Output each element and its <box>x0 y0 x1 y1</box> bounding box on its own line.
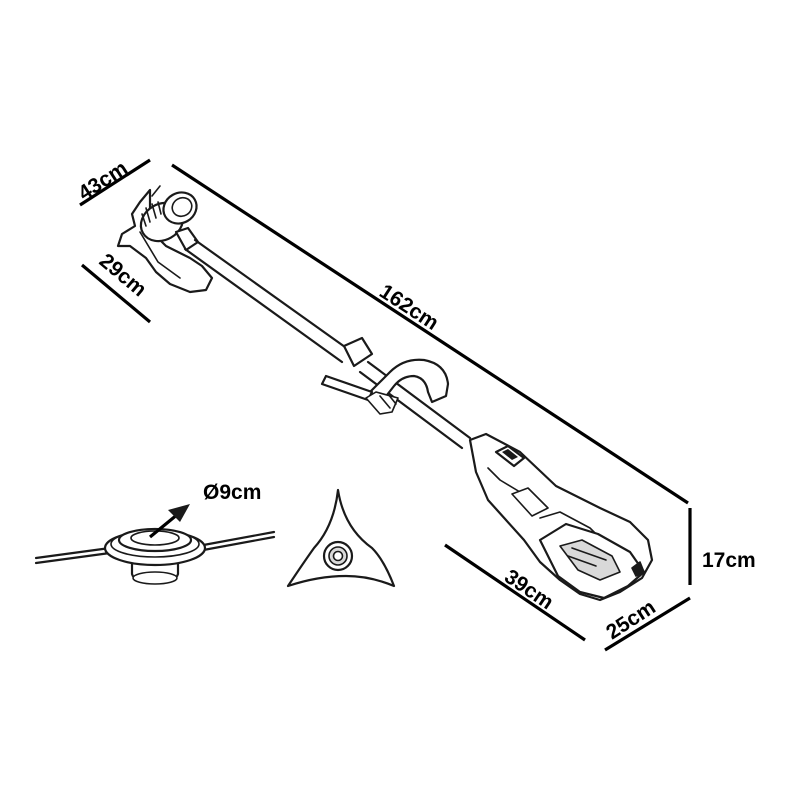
cutting-line-right <box>196 530 276 548</box>
label-head-depth: 29cm <box>95 249 151 301</box>
dimension-line-body-length <box>444 543 586 642</box>
cutting-line-left <box>34 546 112 560</box>
dimension-line-body-width <box>604 596 691 652</box>
spool-detail <box>34 504 276 585</box>
diameter-arrow <box>148 512 180 539</box>
arrow-head <box>168 504 190 522</box>
shaft-collar <box>342 336 374 368</box>
auxiliary-handle <box>320 358 450 415</box>
label-head-width: 43cm <box>74 157 132 206</box>
trimmer-head <box>116 185 214 294</box>
dimension-line-head-depth <box>80 263 152 324</box>
trimmer-body <box>468 432 654 602</box>
label-total-length: 162cm <box>375 280 442 335</box>
label-body-length: 39cm <box>500 565 557 614</box>
handle-loop <box>368 358 450 406</box>
blade-outline <box>286 488 396 588</box>
battery-latch <box>631 561 645 577</box>
label-body-width: 25cm <box>602 596 660 645</box>
dimension-line-head-width <box>79 158 151 207</box>
handle-bar <box>320 374 374 402</box>
trigger-grip <box>511 487 549 517</box>
trimmer-shaft <box>183 238 472 450</box>
label-spool-diameter: Ø9cm <box>203 481 261 504</box>
handle-clamp <box>365 391 399 415</box>
label-body-height: 17cm <box>702 549 756 572</box>
tri-blade <box>286 488 396 588</box>
dimension-line-total-length <box>171 163 689 505</box>
